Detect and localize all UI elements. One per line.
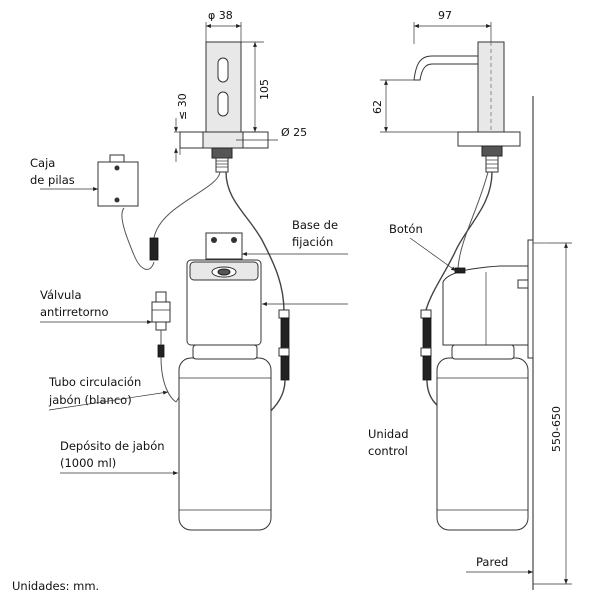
control-unit-front — [186, 259, 262, 358]
label-circulation-tube-1: Tubo circulación — [48, 375, 141, 389]
dim-reach-97: 97 — [438, 9, 452, 22]
soap-tank-front — [178, 344, 272, 531]
sensor-connector-front — [278, 309, 290, 381]
front-view: φ 38 105 ≤ 30 Ø 25 — [97, 9, 307, 531]
label-mounting-base-1: Base de — [292, 218, 338, 232]
mounting-bracket-side — [527, 239, 549, 359]
sensor-window-upper — [217, 57, 229, 83]
faucet-body-front — [205, 41, 242, 133]
button-side — [454, 267, 466, 274]
sensor-cable-front — [225, 171, 285, 313]
battery-lead — [121, 207, 155, 270]
label-soap-tank-1: Depósito de jabón — [60, 439, 165, 453]
faucet-spout-side — [413, 55, 479, 81]
threaded-shank-front — [211, 147, 233, 173]
sensor-window-lower — [217, 91, 229, 117]
threaded-shank-side — [481, 145, 503, 173]
label-soap-tank-2: (1000 ml) — [60, 456, 116, 470]
label-button: Botón — [389, 222, 423, 236]
label-control-unit-2: control — [368, 444, 408, 458]
check-valve — [151, 291, 171, 358]
battery-box — [97, 154, 139, 207]
battery-connector — [149, 237, 159, 261]
sensor-cable-side — [425, 171, 493, 311]
label-circulation-tube-2: jabón (blanco) — [48, 393, 132, 407]
label-mounting-base-2: fijación — [292, 235, 333, 249]
label-control-unit-1: Unidad — [368, 427, 409, 441]
sensor-connector-side — [420, 309, 432, 381]
label-battery-box-2: de pilas — [30, 173, 75, 187]
label-battery-box-1: Caja — [30, 156, 55, 170]
labels: Caja de pilas Base de fijación Botón Vál… — [12, 156, 533, 593]
control-unit-side — [442, 265, 529, 358]
dim-diameter-25: Ø 25 — [281, 126, 307, 139]
circulation-tube — [160, 356, 177, 403]
dim-max-30: ≤ 30 — [176, 93, 189, 120]
dim-diameter-38: φ 38 — [208, 9, 233, 22]
dim-mount-height: 550-650 — [550, 406, 563, 452]
battery-cable-side — [457, 171, 489, 269]
dim-height-62: 62 — [371, 100, 384, 114]
label-wall: Pared — [476, 555, 508, 569]
soap-tank-side — [436, 344, 529, 531]
units-note: Unidades: mm. — [12, 579, 99, 593]
mounting-bracket-front — [205, 232, 243, 260]
battery-cable-front — [153, 171, 221, 239]
label-check-valve-1: Válvula — [40, 288, 82, 302]
dim-height-105: 105 — [258, 79, 271, 100]
label-check-valve-2: antirretorno — [40, 305, 109, 319]
side-view: 97 62 — [371, 9, 572, 590]
